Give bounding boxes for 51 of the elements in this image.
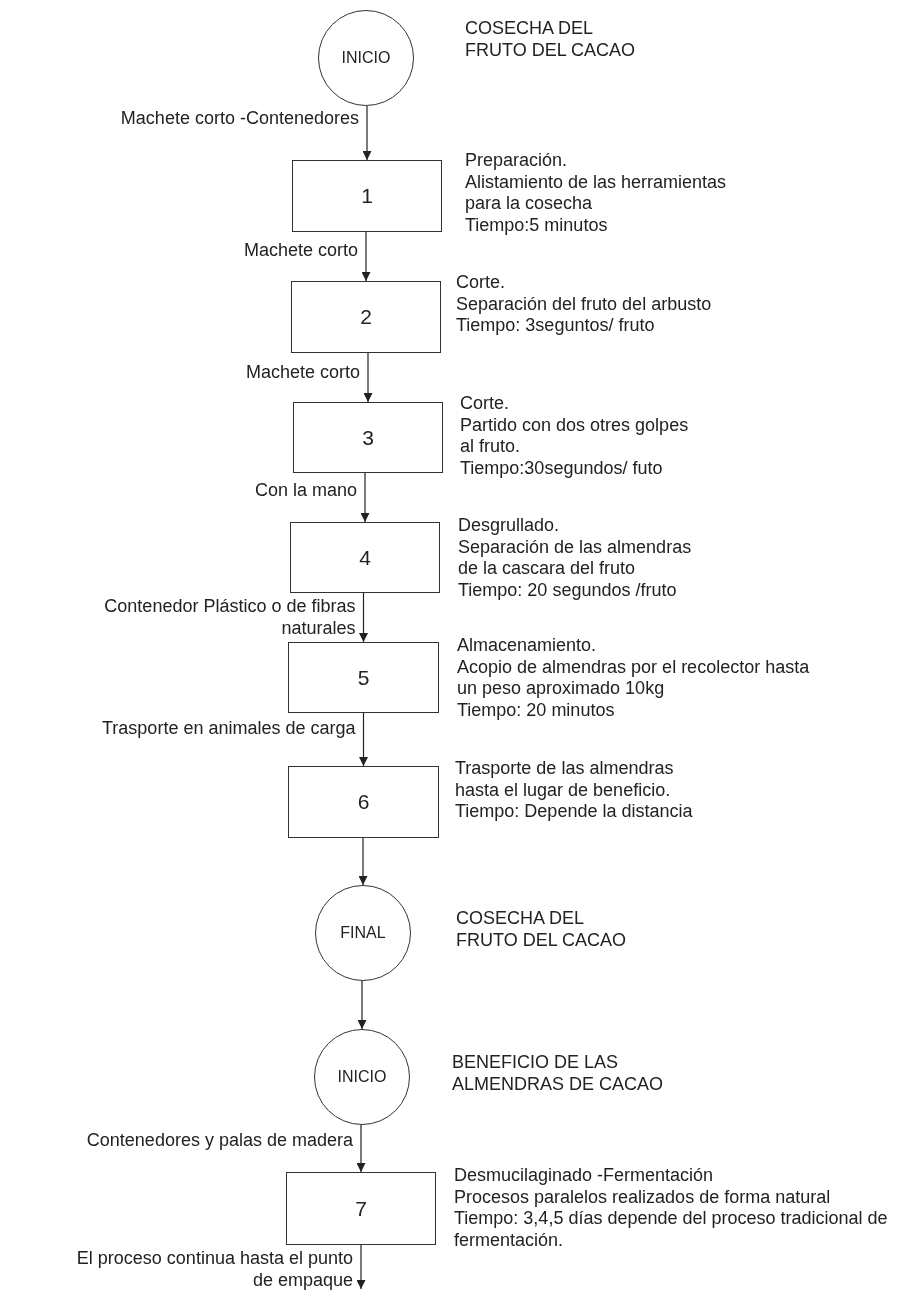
edge-label: Contenedores y palas de madera xyxy=(85,1130,353,1152)
edge-label: El proceso continua hasta el punto de empaque xyxy=(75,1248,353,1291)
arrow xyxy=(359,592,368,643)
process-box: 6 xyxy=(288,766,439,838)
arrow xyxy=(363,352,373,403)
process-box: 2 xyxy=(291,281,441,353)
process-box: 4 xyxy=(290,522,440,593)
note-text: Acopio de almendras por el recolector hasta un peso aproximado 10kg xyxy=(457,656,811,700)
edge-label: Trasporte en animales de carga xyxy=(101,718,356,740)
arrow xyxy=(360,472,370,523)
arrow xyxy=(356,1244,366,1290)
terminal-circle: INICIO xyxy=(318,10,414,106)
process-box: 1 xyxy=(292,160,442,232)
arrow xyxy=(357,980,367,1030)
note-text: Tiempo:5 minutos xyxy=(465,214,609,236)
note-text: Alistamiento de las herramientas para la cosecha xyxy=(465,171,728,215)
note-text: Desgrullado. xyxy=(458,515,561,537)
arrow xyxy=(362,105,372,161)
note-text: Tiempo:30segundos/ futo xyxy=(460,457,664,479)
arrow xyxy=(361,231,371,282)
process-box: 3 xyxy=(293,402,443,473)
process-box: 5 xyxy=(288,642,439,713)
edge-label: Contenedor Plástico o de fibras naturales xyxy=(103,596,356,639)
note-text: Tiempo: 3seguntos/ fruto xyxy=(456,315,656,337)
note-text: Tiempo: 20 minutos xyxy=(457,699,616,721)
note-text: Preparación. xyxy=(465,150,569,172)
terminal-circle: FINAL xyxy=(315,885,411,981)
note-text: BENEFICIO DE LAS ALMENDRAS DE CACAO xyxy=(452,1052,665,1095)
arrow xyxy=(356,1124,366,1173)
note-text: COSECHA DEL FRUTO DEL CACAO xyxy=(456,908,628,951)
note-text: Separación de las almendras de la cascara del fruto xyxy=(458,536,693,580)
note-text: Separación del fruto del arbusto xyxy=(456,293,713,315)
edge-label: Machete corto xyxy=(242,240,358,262)
note-text: Tiempo: 20 segundos /fruto xyxy=(458,579,678,601)
note-text: Tiempo: 3,4,5 días depende del proceso tradicional de fermentación. xyxy=(454,1208,889,1251)
note-text: Desmucilaginado -Fermentación xyxy=(454,1165,715,1187)
arrow xyxy=(359,712,368,767)
process-box: 7 xyxy=(286,1172,436,1245)
note-text: Corte. xyxy=(456,272,507,294)
arrow xyxy=(358,837,368,886)
note-text: Partido con dos otres golpes al fruto. xyxy=(460,414,690,458)
note-text: Trasporte de las almendras hasta el lugar de beneficio. xyxy=(455,758,675,801)
note-text: Corte. xyxy=(460,393,511,415)
terminal-circle: INICIO xyxy=(314,1029,410,1125)
edge-label: Machete corto -Contenedores xyxy=(119,108,359,130)
edge-label: Machete corto xyxy=(244,362,360,384)
edge-label: Con la mano xyxy=(253,480,357,502)
note-text: Tiempo: Depende la distancia xyxy=(455,801,694,823)
note-text: Almacenamiento. xyxy=(457,635,598,657)
note-text: COSECHA DEL FRUTO DEL CACAO xyxy=(465,18,637,61)
note-text: Procesos paralelos realizados de forma natural xyxy=(454,1186,832,1208)
